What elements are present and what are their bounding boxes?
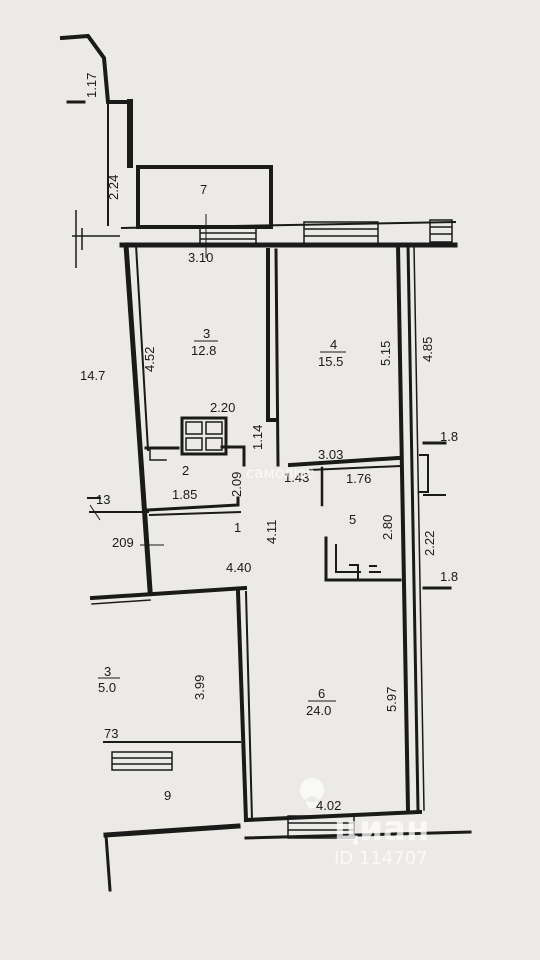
room-3-number: 3 <box>203 326 210 341</box>
dim-1-76: 1.76 <box>346 471 371 486</box>
dim-1-8-lower: 1.8 <box>440 569 458 584</box>
room-6-area: 24.0 <box>306 703 331 718</box>
listing-id-watermark: ID 114707 <box>334 848 428 869</box>
wall-top-exterior-inner <box>120 220 457 230</box>
wall-left-upper-inner <box>134 243 150 452</box>
wall-top-left-corner <box>59 33 132 104</box>
wall-mid-horizontal <box>89 585 248 601</box>
room-1-number: 1 <box>234 520 241 535</box>
dim-4-85: 4.85 <box>420 337 435 362</box>
wall-right-stub-box <box>419 454 429 493</box>
wall-above-room-5-inner <box>308 464 402 472</box>
dim-2-20: 2.20 <box>210 400 235 415</box>
brand-watermark: циан <box>334 809 429 849</box>
dimension-ticks <box>89 214 207 546</box>
wall-partition-3-4b <box>274 248 280 467</box>
wall-room-5-niche <box>324 536 364 582</box>
window-loggia-9 <box>111 751 173 771</box>
dimension-labels: 1.17 2.24 3.10 4.52 14.7 2.20 1.14 2.09 … <box>80 73 458 813</box>
wall-room-6-left-inner <box>244 590 254 822</box>
window-left-stub <box>72 210 120 268</box>
dim-1-14: 1.14 <box>250 425 265 450</box>
room-4-number: 4 <box>330 337 337 352</box>
wall-above-room-5 <box>287 455 401 468</box>
wall-room-5-niche-inner <box>335 544 361 573</box>
dim-4-40: 4.40 <box>226 560 251 575</box>
dim-3-99: 3.99 <box>192 675 207 700</box>
dim-2-09-vertical: 2.09 <box>229 472 244 497</box>
dim-14-7: 14.7 <box>80 368 105 383</box>
room-labels: 7 3 12.8 4 15.5 2 1 5 3 5.0 6 24.0 9 <box>98 182 356 803</box>
windows <box>72 210 453 839</box>
wall-room-6-left <box>235 589 249 823</box>
dim-4-11: 4.11 <box>264 520 279 544</box>
dim-209: 209 <box>112 535 134 550</box>
room-3-area: 12.8 <box>191 343 216 358</box>
wall-loggia-9-left <box>104 833 112 892</box>
dim-3-10: 3.10 <box>188 250 213 265</box>
walls <box>59 33 472 892</box>
wall-room-2-top-right <box>220 445 246 467</box>
room-3-lower-area: 5.0 <box>98 680 116 695</box>
dim-4-02: 4.02 <box>316 798 341 813</box>
wall-room-5-cabinet <box>349 564 381 581</box>
window-room-3 <box>199 225 257 247</box>
wall-partition-3-4 <box>266 248 278 422</box>
dim-4-52: 4.52 <box>142 347 157 372</box>
dim-2-80: 2.80 <box>380 515 395 540</box>
balcony-7-box <box>136 165 273 229</box>
dim-5-15: 5.15 <box>378 341 393 366</box>
dim-13: 13 <box>96 492 110 507</box>
room-2-number: 2 <box>182 463 189 478</box>
window-right-neighbour <box>429 219 453 243</box>
wall-right-line <box>413 244 425 811</box>
dim-1-17: 1.17 <box>84 73 99 98</box>
wall-bottom-room-6-inner <box>244 830 472 840</box>
dim-1-8-upper: 1.8 <box>440 429 458 444</box>
room-9-number: 9 <box>164 788 171 803</box>
dim-1-43: 1.43 <box>284 470 309 485</box>
room-4-area: 15.5 <box>318 354 343 369</box>
dim-1-85: 1.85 <box>172 487 197 502</box>
room-7-number: 7 <box>200 182 207 197</box>
wall-room-2-bottom <box>146 496 240 512</box>
pin-icon <box>300 777 325 809</box>
wall-mid-horizontal-thin <box>91 599 151 605</box>
wall-room-2-fixture <box>149 447 167 461</box>
dim-73: 73 <box>104 726 118 741</box>
dim-2-24: 2.24 <box>106 175 121 200</box>
window-room-6 <box>287 815 355 839</box>
agency-watermark: самолюс <box>246 464 314 482</box>
room-5-number: 5 <box>349 512 356 527</box>
wall-loggia-9-bottom <box>103 823 241 838</box>
dim-2-22: 2.22 <box>422 531 437 556</box>
dim-3-03: 3.03 <box>318 447 343 462</box>
room-6-number: 6 <box>318 686 325 701</box>
wall-room-2-bottom-inner <box>148 510 242 517</box>
wall-left-upper <box>123 242 153 593</box>
room-3-lower-number: 3 <box>104 664 111 679</box>
window-room-4 <box>303 221 379 245</box>
wall-right-inner <box>406 243 420 812</box>
dim-5-97: 5.97 <box>384 687 399 712</box>
wall-right-outer <box>395 242 411 813</box>
watermarks: самолюс циан ID 114707 <box>246 464 429 869</box>
bath-fixture <box>180 416 228 456</box>
